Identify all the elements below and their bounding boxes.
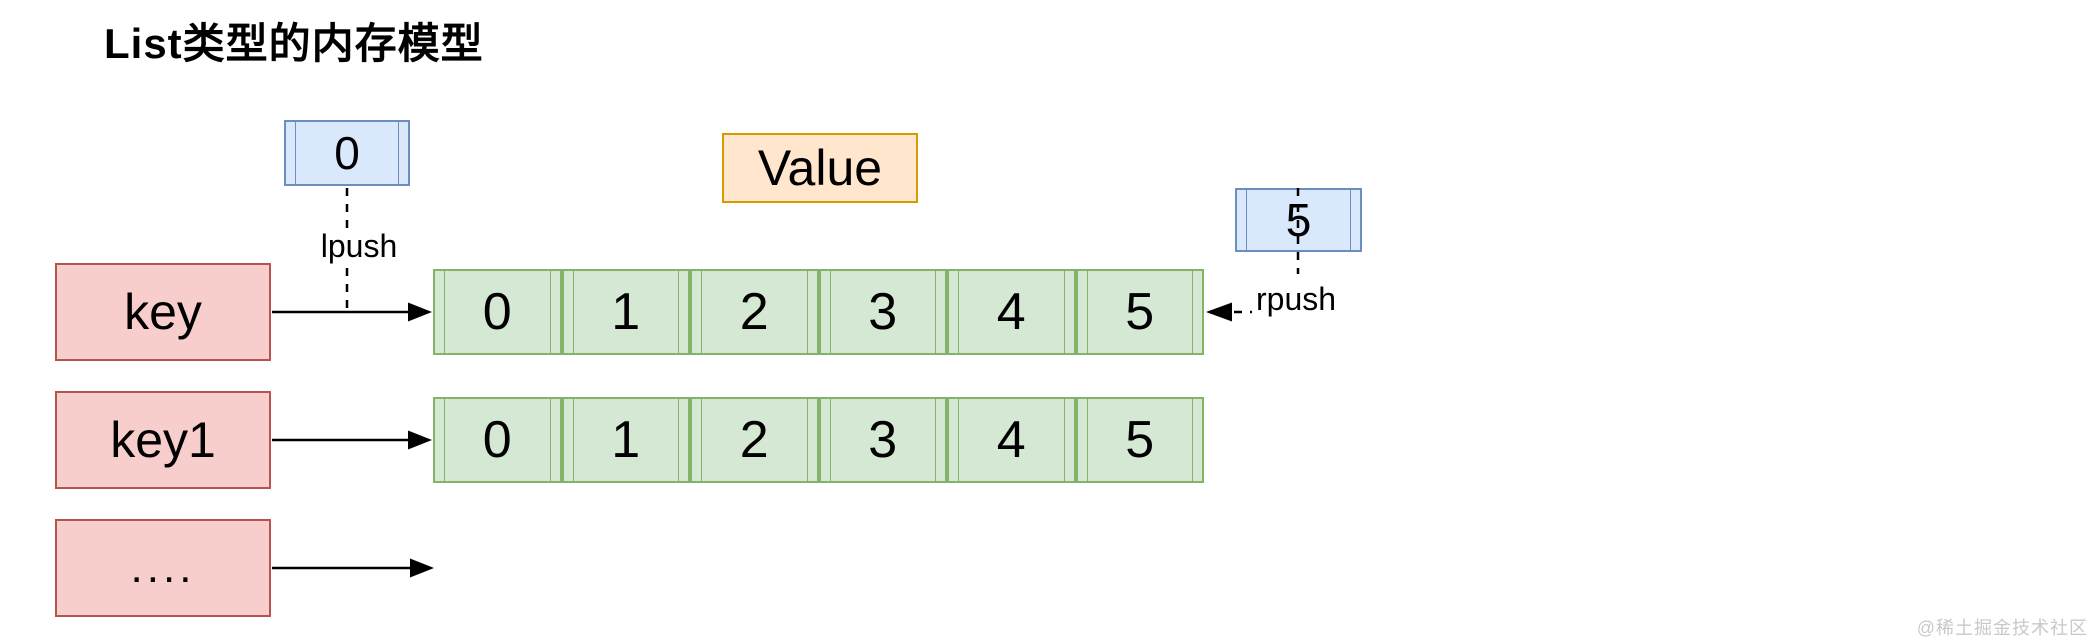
key-box-key1: key1 <box>55 391 271 489</box>
process-inner-line-left <box>444 399 445 481</box>
key-box-key: key <box>55 263 271 361</box>
key-box-ellipsis-label: .... <box>130 543 196 592</box>
process-inner-line-right <box>1350 190 1351 250</box>
process-inner-line-right <box>806 399 808 481</box>
process-inner-line-right <box>678 399 679 481</box>
key-box-key1-label: key1 <box>110 412 216 468</box>
key-box-key-label: key <box>124 284 202 340</box>
process-inner-line-right <box>1063 271 1065 353</box>
arrow-ellipsis-to-list3 <box>272 558 434 578</box>
process-inner-line-right <box>935 399 936 481</box>
process-inner-line-right <box>678 271 679 353</box>
value-box: Value <box>722 133 918 203</box>
lpush-index-value: 0 <box>334 127 360 179</box>
arrow-key-to-list1 <box>272 302 432 322</box>
list-cell-value: 0 <box>482 411 512 469</box>
process-inner-line-left <box>701 271 702 353</box>
process-inner-line-right <box>398 122 399 184</box>
list-cell-value: 3 <box>868 283 898 341</box>
list-cell: 4 <box>947 269 1076 355</box>
process-inner-line-right <box>549 399 551 481</box>
process-inner-line-left <box>1086 399 1088 481</box>
process-inner-line-left <box>829 399 831 481</box>
process-inner-line-left <box>572 399 574 481</box>
list-cell-value: 3 <box>868 411 898 469</box>
process-inner-line-right <box>1063 399 1065 481</box>
process-inner-line-right <box>549 271 551 353</box>
list-row-2: 0 1 2 3 4 5 <box>433 397 1204 483</box>
list-cell-value: 2 <box>739 411 769 469</box>
key-box-ellipsis: .... <box>55 519 271 617</box>
process-inner-line-left <box>1246 190 1247 250</box>
list-cell-value: 2 <box>739 283 769 341</box>
watermark: @稀土掘金技术社区 <box>1916 618 2088 638</box>
list-cell: 1 <box>561 397 690 483</box>
process-inner-line-left <box>958 399 959 481</box>
list-cell-value: 5 <box>1125 411 1155 469</box>
lpush-label: lpush <box>297 228 421 265</box>
list-cell-value: 1 <box>611 283 641 341</box>
process-inner-line-right <box>1192 399 1193 481</box>
list-cell: 3 <box>818 269 947 355</box>
process-inner-line-left <box>572 271 574 353</box>
rpush-dashed-arrow <box>1206 302 1258 322</box>
lpush-index-box: 0 <box>284 120 410 186</box>
list-cell: 5 <box>1075 397 1204 483</box>
list-cell: 1 <box>561 269 690 355</box>
list-cell: 0 <box>433 269 562 355</box>
list-cell-value: 0 <box>482 283 512 341</box>
process-inner-line-left <box>701 399 702 481</box>
list-cell-value: 4 <box>996 411 1026 469</box>
process-inner-line-left <box>1086 271 1088 353</box>
list-row-1: 0 1 2 3 4 5 <box>433 269 1204 355</box>
rpush-index-box: 5 <box>1235 188 1362 252</box>
list-cell: 4 <box>947 397 1076 483</box>
process-inner-line-right <box>806 271 808 353</box>
process-inner-line-right <box>935 271 936 353</box>
process-inner-line-right <box>1192 271 1193 353</box>
page-title: List类型的内存模型 <box>104 20 484 67</box>
rpush-label: rpush <box>1252 281 1341 318</box>
list-cell-value: 1 <box>611 411 641 469</box>
list-cell-value: 4 <box>996 283 1026 341</box>
arrow-key1-to-list2 <box>272 430 432 450</box>
rpush-index-value: 5 <box>1285 194 1312 246</box>
list-cell-value: 5 <box>1125 283 1155 341</box>
list-cell: 0 <box>433 397 562 483</box>
process-inner-line-left <box>829 271 831 353</box>
value-box-label: Value <box>757 140 883 196</box>
process-inner-line-left <box>444 271 445 353</box>
list-cell: 5 <box>1075 269 1204 355</box>
list-cell: 2 <box>690 397 819 483</box>
list-cell: 2 <box>690 269 819 355</box>
list-cell: 3 <box>818 397 947 483</box>
process-inner-line-left <box>295 122 296 184</box>
process-inner-line-left <box>958 271 959 353</box>
